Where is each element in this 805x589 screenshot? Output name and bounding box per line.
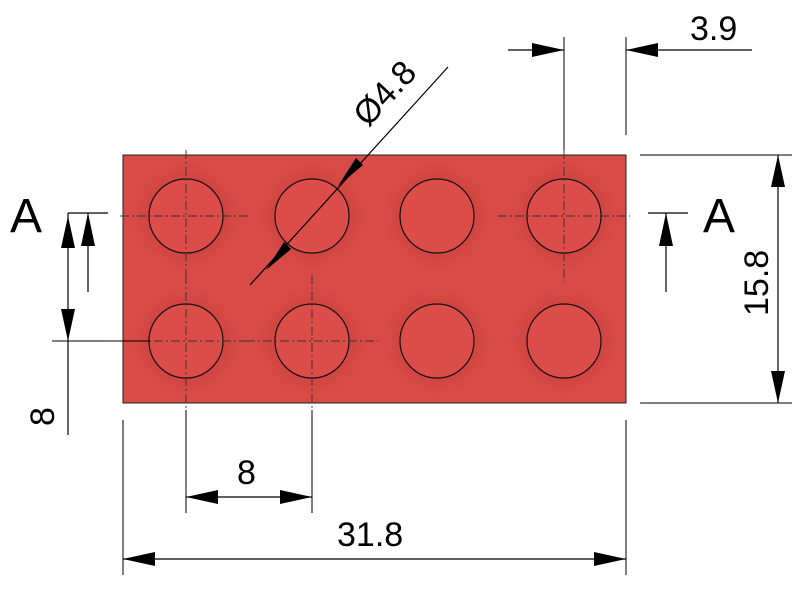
section-marker-right: A bbox=[648, 190, 735, 292]
horizontal-pitch-label: 8 bbox=[237, 454, 256, 492]
vertical-pitch-label: 8 bbox=[24, 407, 62, 426]
stud bbox=[526, 303, 602, 379]
studs bbox=[148, 178, 602, 379]
length-dimension: 31.8 bbox=[122, 420, 627, 575]
section-label-right: A bbox=[703, 190, 735, 243]
edge-offset-dimension: 3.9 bbox=[508, 10, 752, 150]
height-label: 15.8 bbox=[738, 250, 776, 316]
edge-offset-label: 3.9 bbox=[690, 10, 737, 48]
stud bbox=[399, 178, 475, 254]
section-marker-left: A bbox=[10, 190, 108, 292]
horizontal-pitch-dimension: 8 bbox=[185, 410, 313, 513]
diameter-label: Ø4.8 bbox=[346, 54, 424, 134]
height-dimension: 15.8 bbox=[640, 154, 792, 404]
stud bbox=[399, 303, 475, 379]
length-label: 31.8 bbox=[337, 516, 403, 554]
vertical-pitch-dimension: 8 bbox=[24, 213, 150, 435]
section-label-left: A bbox=[10, 190, 42, 243]
